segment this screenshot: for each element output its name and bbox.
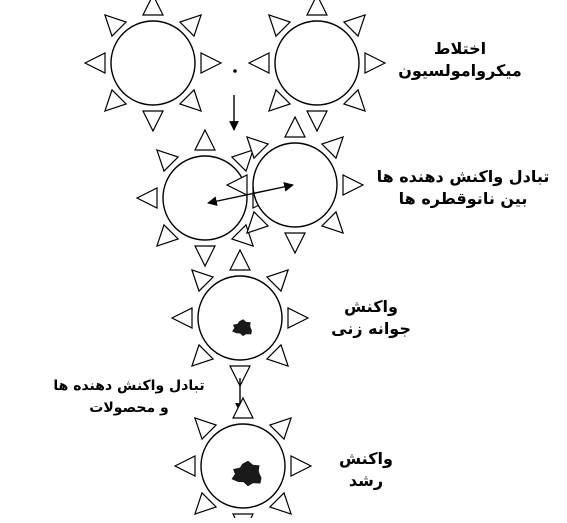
surfactant-head <box>137 188 157 208</box>
label-line: اختلاط <box>395 38 525 60</box>
droplet-core <box>111 21 195 105</box>
surfactant-head <box>195 130 215 150</box>
label-line: واکنش <box>316 448 416 470</box>
surfactant-head <box>85 53 105 73</box>
droplet-right-top <box>249 0 385 131</box>
surfactant-head <box>175 456 195 476</box>
droplet-core <box>253 143 337 227</box>
droplet-left-top <box>85 0 221 131</box>
droplet-core <box>198 276 282 360</box>
surfactant-head <box>343 175 363 195</box>
surfactant-head <box>143 111 163 131</box>
surfactant-head <box>285 117 305 137</box>
label-line: بین نانوقطره ها <box>368 188 558 210</box>
surfactant-head <box>365 53 385 73</box>
label-line: و محصولات <box>34 397 224 419</box>
surfactant-head <box>172 308 192 328</box>
surfactant-head <box>291 456 311 476</box>
droplet-nucleation <box>172 250 308 386</box>
surfactant-head <box>288 308 308 328</box>
label-reactant-product-exchange: تبادل واکنش دهنده ها و محصولات <box>34 375 224 419</box>
surfactant-head <box>230 250 250 270</box>
surfactant-head <box>307 0 327 15</box>
droplet-exchange-right <box>227 117 363 253</box>
surfactant-head <box>233 514 253 518</box>
surfactant-head <box>195 246 215 266</box>
label-nucleation-reaction: واکنش جوانه زنی <box>316 296 426 340</box>
label-line: تبادل واکنش دهنده ها <box>368 166 558 188</box>
surfactant-head <box>307 111 327 131</box>
surfactant-head <box>143 0 163 15</box>
surfactant-head <box>233 398 253 418</box>
label-line: جوانه زنی <box>316 318 426 340</box>
surfactant-head <box>285 233 305 253</box>
label-line: رشد <box>316 470 416 492</box>
label-reactant-exchange: تبادل واکنش دهنده ها بین نانوقطره ها <box>368 166 558 210</box>
label-growth-reaction: واکنش رشد <box>316 448 416 492</box>
label-line: واکنش <box>316 296 426 318</box>
plus-dot <box>233 69 237 73</box>
label-line: میکروامولسیون <box>395 60 525 82</box>
surfactant-head <box>249 53 269 73</box>
droplet-core <box>275 21 359 105</box>
label-microemulsion-mixing: اختلاط میکروامولسیون <box>395 38 525 82</box>
surfactant-head <box>201 53 221 73</box>
label-line: تبادل واکنش دهنده ها <box>34 375 224 397</box>
